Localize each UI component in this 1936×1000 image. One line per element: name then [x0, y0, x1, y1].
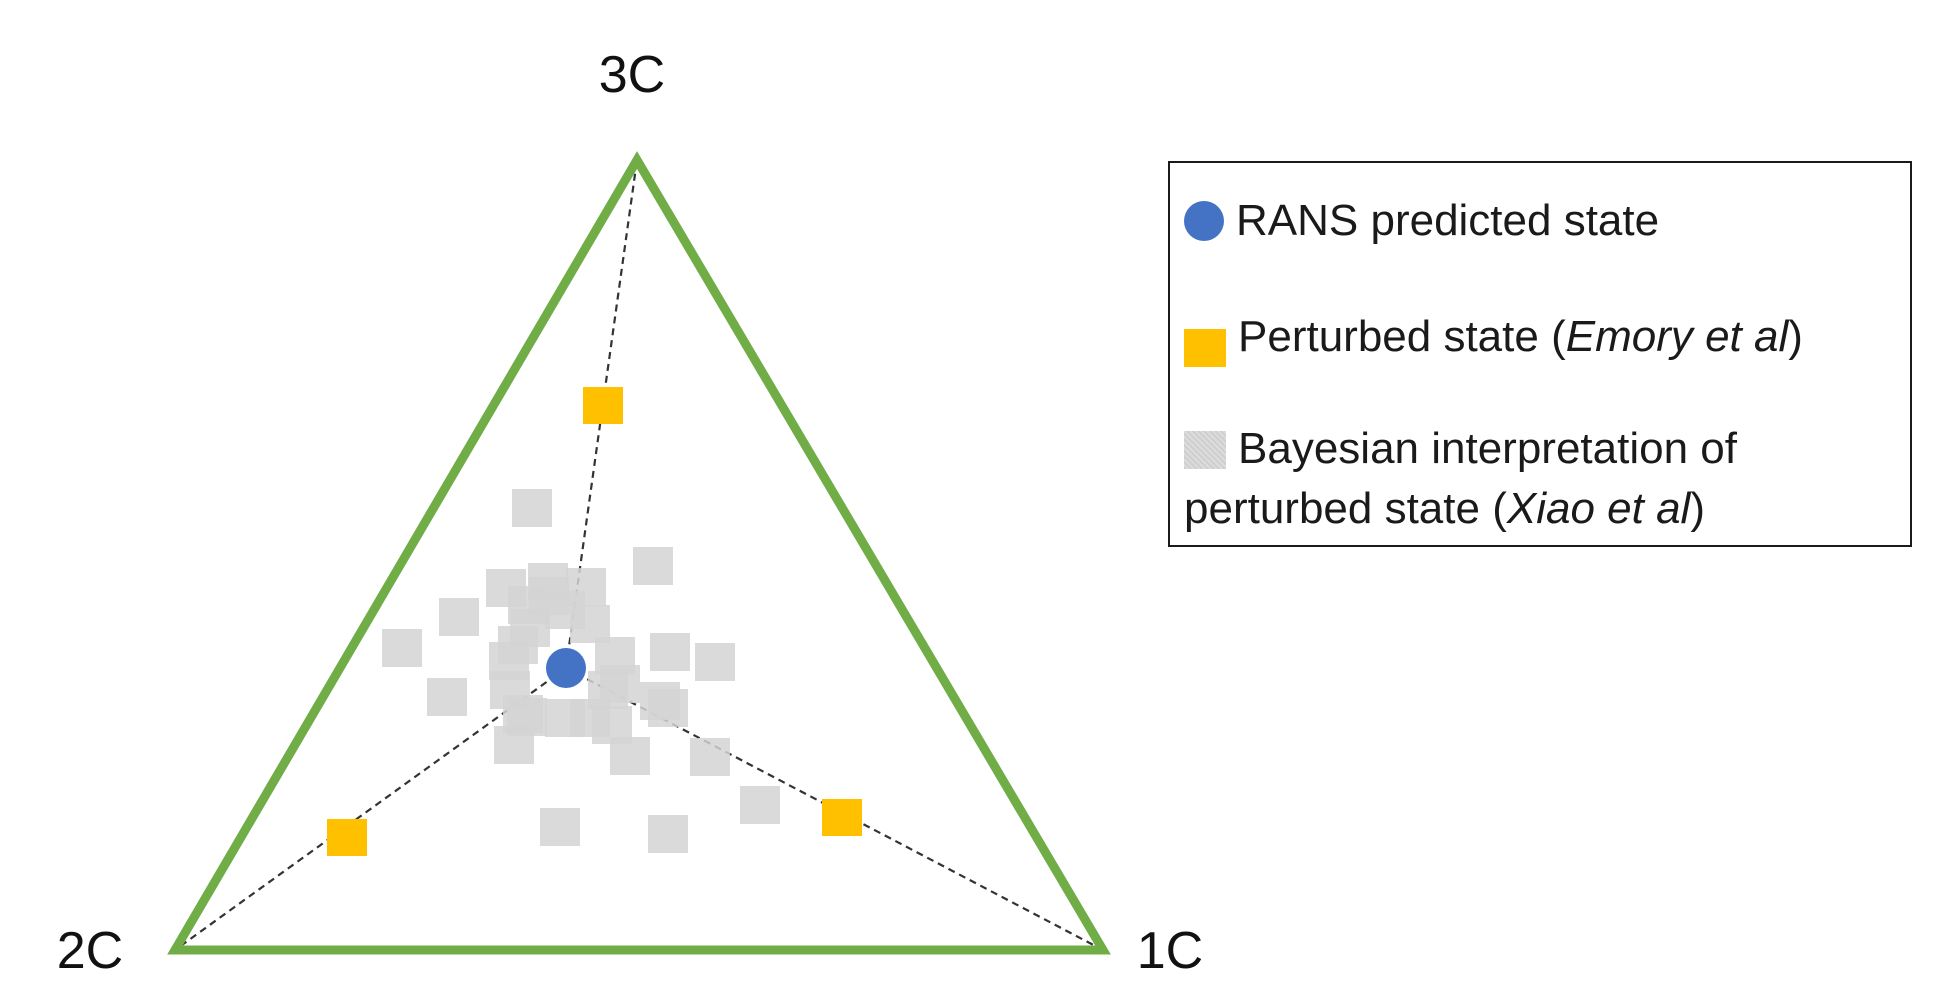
bayesian-marker — [570, 699, 610, 737]
legend-box: RANS predicted state Perturbed state (Em… — [1168, 161, 1912, 547]
perturbed-marker-3c — [583, 387, 623, 424]
legend-label-perturbed: Perturbed state (Emory et al) — [1238, 312, 1803, 361]
bayesian-marker — [610, 737, 650, 775]
perturbed-marker-2c — [327, 819, 367, 856]
blue-circle-icon — [1184, 201, 1224, 241]
triangle-outline — [167, 151, 1111, 955]
legend-item-perturbed: Perturbed state (Emory et al) — [1184, 307, 1803, 367]
perturbed-markers — [327, 387, 862, 856]
bayesian-marker — [439, 598, 479, 636]
bayesian-marker — [382, 629, 422, 667]
bayesian-marker — [648, 815, 688, 853]
legend-label-rans: RANS predicted state — [1236, 196, 1660, 245]
bayesian-marker — [494, 726, 534, 764]
vertex-label-3c: 3C — [599, 46, 665, 104]
orange-square-icon — [1184, 329, 1226, 367]
gray-square-icon — [1184, 431, 1226, 469]
bayesian-marker — [633, 547, 673, 585]
bayesian-marker — [508, 586, 548, 624]
vertex-label-2c: 2C — [57, 922, 123, 980]
bayesian-markers — [382, 489, 780, 853]
bayesian-marker — [427, 678, 467, 716]
bayesian-marker — [600, 665, 640, 703]
bayesian-marker — [695, 643, 735, 681]
bayesian-marker — [512, 489, 552, 527]
perturbed-marker-1c — [822, 799, 862, 836]
bayesian-marker — [740, 786, 780, 824]
bayesian-marker — [650, 633, 690, 671]
legend-item-bayesian: Bayesian interpretation of perturbed sta… — [1184, 419, 1737, 539]
legend-item-rans: RANS predicted state — [1184, 191, 1659, 251]
bayesian-marker — [690, 738, 730, 776]
legend-label-bayesian: Bayesian interpretation of perturbed sta… — [1184, 424, 1737, 533]
bayesian-marker — [540, 808, 580, 846]
bayesian-marker — [648, 689, 688, 727]
rans-marker — [546, 648, 586, 688]
guide-line-to-2c — [174, 667, 567, 951]
vertex-label-1c: 1C — [1137, 922, 1203, 980]
